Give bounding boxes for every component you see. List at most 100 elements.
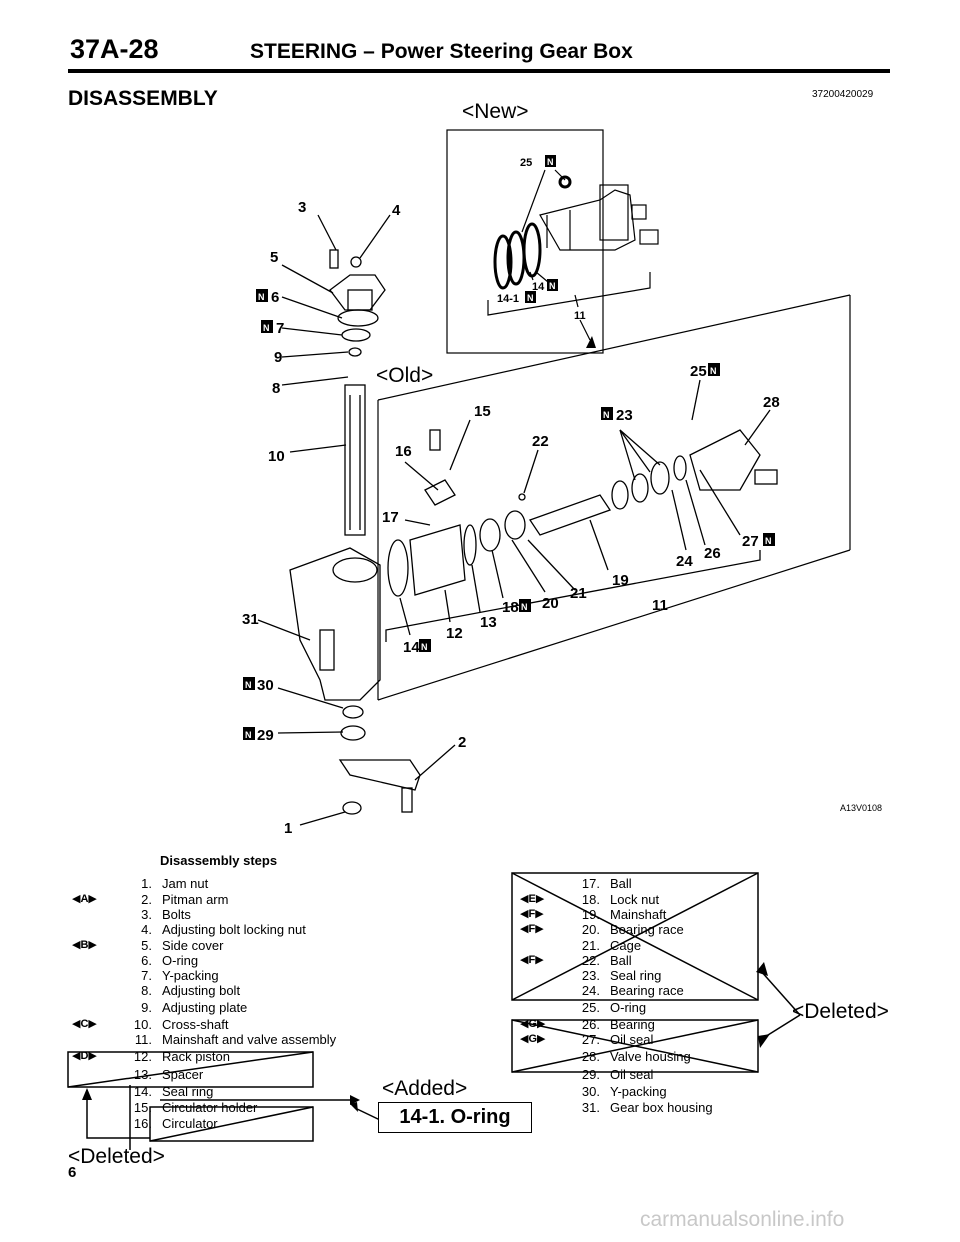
procedure-mark: ◀C▶ — [72, 1017, 97, 1030]
procedure-mark: ◀B▶ — [72, 938, 97, 951]
step-number: 14. — [133, 1083, 152, 1099]
step-item: 29.Oil seal — [574, 1067, 653, 1082]
step-label: Bolts — [162, 907, 191, 922]
step-number: 28. — [581, 1049, 600, 1064]
procedure-mark: ◀A▶ — [72, 892, 97, 905]
step-number: 31. — [581, 1100, 600, 1115]
step-item: 24. Bearing race — [574, 983, 684, 998]
page-title: STEERING – Power Steering Gear Box — [250, 40, 633, 63]
step-label: Seal ring — [610, 968, 662, 983]
step-number: 13. — [133, 1066, 152, 1082]
step-item: 10. Cross-shaft — [126, 1016, 229, 1032]
step-number: 11. — [134, 1032, 152, 1047]
step-item: 7.Y-packing — [126, 968, 219, 983]
step-label: Cross-shaft — [162, 1016, 229, 1032]
step-item: 13.Spacer — [126, 1067, 203, 1082]
step-number: 22. — [581, 952, 600, 968]
step-item: 2.Pitman arm — [126, 892, 228, 907]
svg-text:22: 22 — [532, 433, 549, 450]
step-label: Adjusting bolt locking nut — [162, 922, 306, 937]
svg-text:4: 4 — [392, 202, 401, 219]
new-part-markers: N N N N N N N N N N N N — [243, 155, 775, 740]
step-number: 9. — [141, 1000, 152, 1015]
svg-text:27: 27 — [742, 533, 759, 550]
step-item: 18.Lock nut — [574, 892, 659, 907]
svg-text:25: 25 — [520, 157, 532, 169]
svg-text:25: 25 — [690, 363, 707, 380]
step-number: 10. — [133, 1016, 152, 1032]
procedure-mark: ◀G▶ — [520, 1017, 546, 1030]
procedure-mark: ◀E▶ — [520, 892, 545, 905]
step-number: 8. — [141, 983, 152, 998]
step-number: 19. — [581, 907, 600, 922]
step-item: 22.Ball — [574, 953, 632, 968]
step-label: Oil seal — [610, 1032, 654, 1047]
step-item: 17. Ball — [574, 876, 632, 891]
cross-shaft — [344, 289, 373, 536]
old-region-frame — [377, 294, 851, 701]
svg-text:31: 31 — [242, 611, 259, 628]
step-label: Side cover — [162, 937, 224, 953]
step-label: Adjusting plate — [162, 1000, 248, 1015]
svg-text:19: 19 — [612, 572, 629, 589]
step-label: Y-packing — [162, 968, 219, 983]
step-item: 12.Rack piston — [126, 1049, 230, 1064]
inset-orings — [493, 175, 572, 290]
step-label: Seal ring — [162, 1083, 214, 1099]
step-label: O-ring — [610, 1000, 647, 1015]
deleted-annotation-right: <Deleted> — [792, 1000, 889, 1023]
svg-text:3: 3 — [298, 199, 306, 216]
step-item: 8. Adjusting bolt — [126, 983, 240, 998]
svg-text:29: 29 — [257, 727, 274, 744]
step-label: Mainshaft — [610, 907, 667, 922]
step-label: Adjusting bolt — [162, 983, 241, 998]
step-number: 23. — [581, 968, 600, 983]
step-number: 16. — [133, 1115, 152, 1131]
step-number: 12. — [133, 1049, 152, 1064]
added-item-box: 14-1. O-ring — [378, 1102, 532, 1133]
figure-id: A13V0108 — [840, 803, 883, 813]
step-number: 21. — [581, 937, 600, 953]
svg-text:23: 23 — [616, 407, 633, 424]
side-cover — [329, 249, 386, 357]
svg-text:26: 26 — [704, 545, 721, 562]
step-number: 2. — [141, 891, 152, 907]
inset-arrow — [586, 336, 596, 348]
step-number: 15. — [133, 1100, 152, 1115]
step-label: Bearing race — [610, 983, 684, 998]
document-id: 37200420029 — [812, 89, 874, 100]
step-number: 29. — [581, 1066, 600, 1082]
svg-text:11: 11 — [652, 597, 668, 614]
step-number: 24. — [581, 983, 600, 998]
svg-text:N: N — [521, 602, 528, 612]
procedure-mark: ◀D▶ — [72, 1050, 97, 1062]
procedure-mark: ◀G▶ — [520, 1033, 546, 1045]
step-label: Bearing race — [610, 922, 684, 937]
section-title: DISASSEMBLY — [68, 87, 218, 110]
step-label: Y-packing — [610, 1083, 667, 1099]
revision-arrowheads — [82, 962, 770, 1112]
step-item: 26.Bearing — [574, 1017, 655, 1032]
step-label: Ball — [610, 876, 632, 891]
steps-title: Disassembly steps — [160, 853, 278, 868]
svg-text:N: N — [245, 680, 252, 690]
step-number: 30. — [581, 1083, 600, 1099]
inset-leaders — [487, 169, 651, 341]
svg-text:2: 2 — [458, 734, 466, 751]
step-item: 16.Circulator — [126, 1116, 218, 1131]
step-number: 17. — [581, 876, 600, 891]
step-item: 6.O-ring — [126, 953, 198, 968]
svg-text:N: N — [421, 642, 428, 652]
svg-text:11: 11 — [574, 310, 586, 322]
old-annotation: <Old> — [376, 364, 434, 387]
new-inset-frame — [446, 129, 604, 354]
added-annotation: <Added> — [382, 1077, 468, 1100]
step-number: 27. — [581, 1032, 600, 1047]
step-item: 3.Bolts — [126, 907, 191, 922]
page-number: 6 — [68, 1164, 77, 1181]
step-item: 27. Oil seal — [574, 1032, 653, 1047]
step-item: 11.Mainshaft and valve assembly — [126, 1032, 336, 1047]
step-item: 1.Jam nut — [126, 876, 208, 891]
svg-text:N: N — [765, 536, 772, 546]
